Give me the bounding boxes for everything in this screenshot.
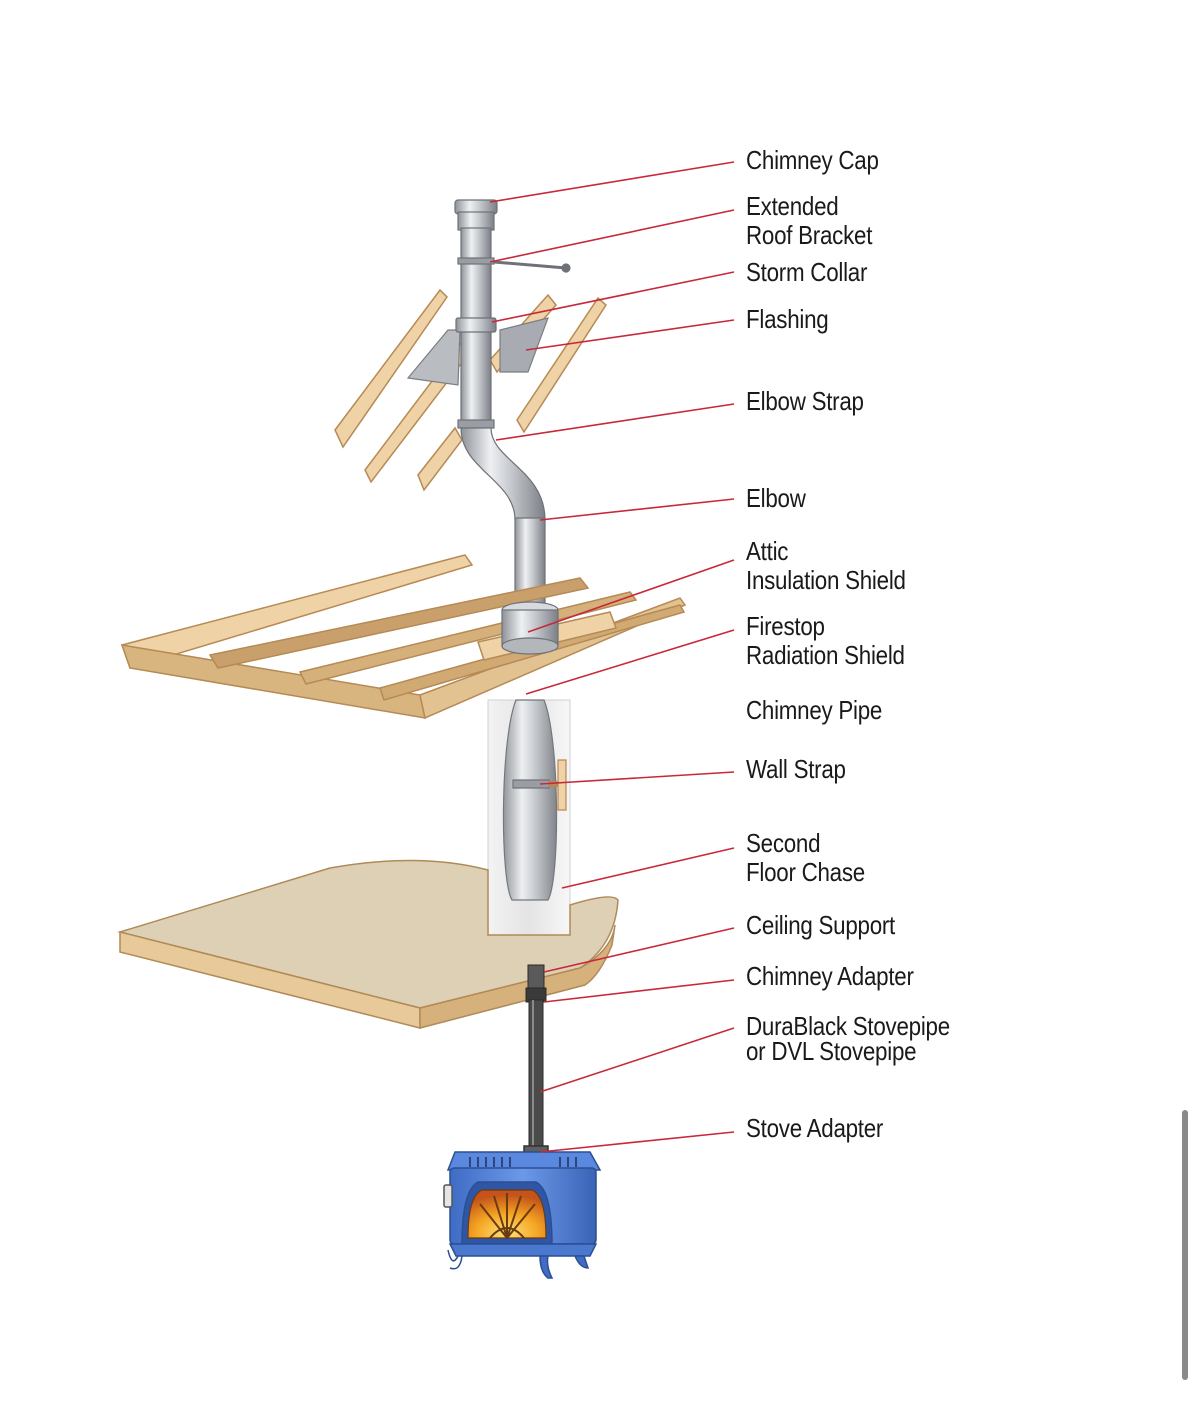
label-firestop-radiation-shield: Firestop Radiation Shield <box>746 611 905 670</box>
leader-elbow-strap <box>495 403 735 441</box>
label-wall-strap: Wall Strap <box>746 754 846 784</box>
leader-floor-chase <box>561 847 735 889</box>
leader-wall-strap <box>539 771 735 785</box>
leader-stove-adapter <box>539 1131 735 1153</box>
leader-chimney-cap <box>489 161 735 203</box>
leader-stovepipe <box>539 1027 735 1093</box>
label-elbow: Elbow <box>746 483 806 513</box>
label-chimney-adapter: Chimney Adapter <box>746 961 914 991</box>
label-ceiling-support: Ceiling Support <box>746 910 896 940</box>
page-scrollbar[interactable] <box>1182 1110 1188 1380</box>
leader-firestop <box>525 629 735 695</box>
label-elbow-strap: Elbow Strap <box>746 386 864 416</box>
leader-elbow <box>539 498 735 521</box>
label-chimney-pipe: Chimney Pipe <box>746 695 883 725</box>
flashing-part <box>406 317 549 386</box>
leader-chimney-adapter <box>543 979 735 1003</box>
leader-attic-shield <box>527 559 735 633</box>
leader-ceiling-support <box>543 927 735 973</box>
label-extended-roof-bracket: Extended Roof Bracket <box>746 191 873 250</box>
stovepipe-assembly <box>525 964 547 1153</box>
label-chimney-cap: Chimney Cap <box>746 145 879 175</box>
label-stovepipe: DuraBlack Stovepipe or DVL Stovepipe <box>746 1011 950 1066</box>
leader-roof-bracket <box>489 209 735 263</box>
attic-floor-joists <box>120 554 687 720</box>
label-second-floor-chase: Second Floor Chase <box>746 828 865 887</box>
upper-chimney-pipe <box>454 199 571 605</box>
leader-flashing <box>525 319 735 351</box>
label-flashing: Flashing <box>746 304 829 334</box>
leader-storm-collar <box>491 271 735 323</box>
leader-lines <box>489 161 735 1153</box>
label-stove-adapter: Stove Adapter <box>746 1113 884 1143</box>
chase-chimney-pipe <box>502 699 567 901</box>
second-floor-platform <box>117 859 619 1029</box>
attic-insulation-shield <box>501 601 559 655</box>
label-storm-collar: Storm Collar <box>746 257 868 287</box>
wood-stove <box>443 1145 602 1279</box>
label-attic-insulation-shield: Attic Insulation Shield <box>746 536 906 595</box>
